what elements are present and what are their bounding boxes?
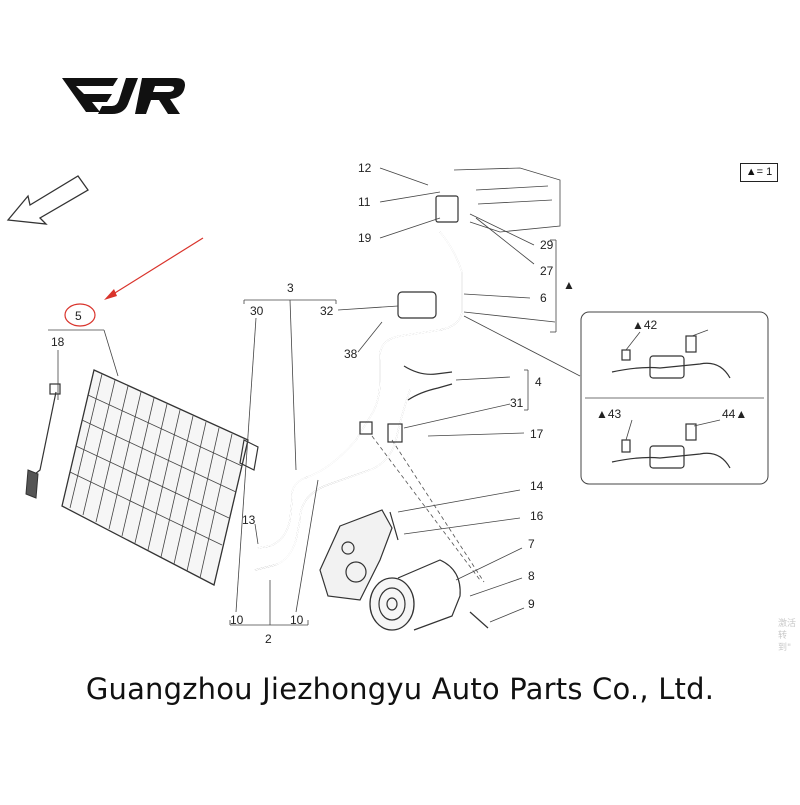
detail-inset [580,311,769,485]
callout-29: 29 [540,238,554,252]
callout-7: 7 [528,537,535,551]
callout-9: 9 [528,597,535,611]
callout-3: 3 [287,281,294,295]
red-pointer-arrow [104,237,204,300]
watermark: 激活 转到" [778,618,800,654]
callout-5: 5 [75,309,82,323]
company-name: Guangzhou Jiezhongyu Auto Parts Co., Ltd… [85,672,715,706]
condenser-assembly [25,369,259,586]
refrigerant-lines [254,167,561,571]
callout-14: 14 [530,479,544,493]
callout-17: 17 [530,427,544,441]
dashed-assembly-lines [371,435,485,583]
watermark-line-1: 激活 [778,619,797,629]
compressor-assembly [319,509,489,631]
callout-triangle-group: ▲ [563,278,575,292]
callout-8: 8 [528,569,535,583]
callout-16: 16 [530,509,544,523]
legend-box: ▲= 1 [740,163,778,182]
callout-13: 13 [242,513,256,527]
callout-32: 32 [320,304,334,318]
callout-18: 18 [51,335,65,349]
brand-logo [62,78,185,114]
vehicle-direction-arrow [6,175,89,225]
callout-10-left: 10 [230,613,244,627]
callout-42: ▲42 [632,318,658,332]
callout-19: 19 [358,231,372,245]
callout-11: 11 [358,195,371,209]
highlight-circle [64,303,96,327]
callout-12: 12 [358,161,372,175]
callout-4: 4 [535,375,542,389]
watermark-line-2: 转到" [778,631,792,653]
leader-lines [48,167,581,626]
callout-44: 44▲ [722,407,747,421]
callout-31: 31 [510,396,524,410]
callout-38: 38 [344,347,358,361]
callout-10-right: 10 [290,613,304,627]
callout-30: 30 [250,304,264,318]
callout-2: 2 [265,632,272,646]
callout-6: 6 [540,291,547,305]
callout-labels: 12 11 19 29 27 6 3 30 32 5 18 38 4 31 17… [51,161,747,646]
callout-43: ▲43 [596,407,622,421]
callout-27: 27 [540,264,554,278]
